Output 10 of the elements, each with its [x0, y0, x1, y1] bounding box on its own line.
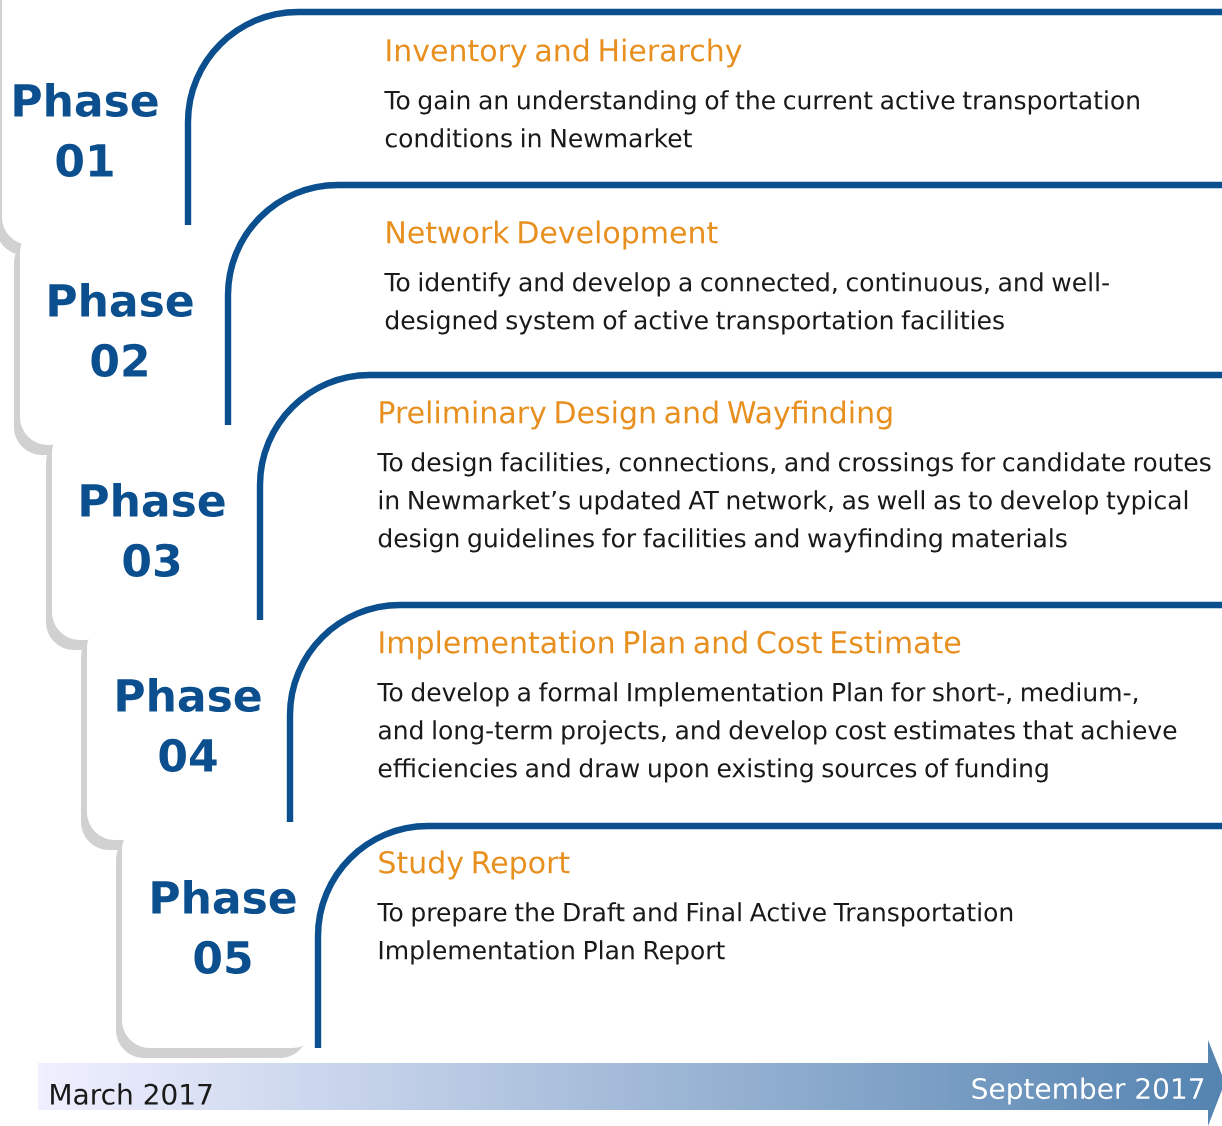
phase-tab: Phase 04 [81, 620, 292, 850]
phase-tab: Phase 02 [14, 225, 230, 455]
timeline-arrow: March 2017 September 2017 [51, 1077, 1204, 1105]
phase-tab: Phase 03 [46, 425, 262, 650]
node-label: Phase 03 [81, 482, 225, 578]
phase-tab: Phase 05 [116, 822, 320, 1058]
node-label: Phase 01 [14, 82, 158, 178]
node-label: Phase 02 [49, 282, 193, 378]
node-label: Phase 04 [117, 677, 261, 773]
node-label: Phase 05 [152, 879, 296, 975]
